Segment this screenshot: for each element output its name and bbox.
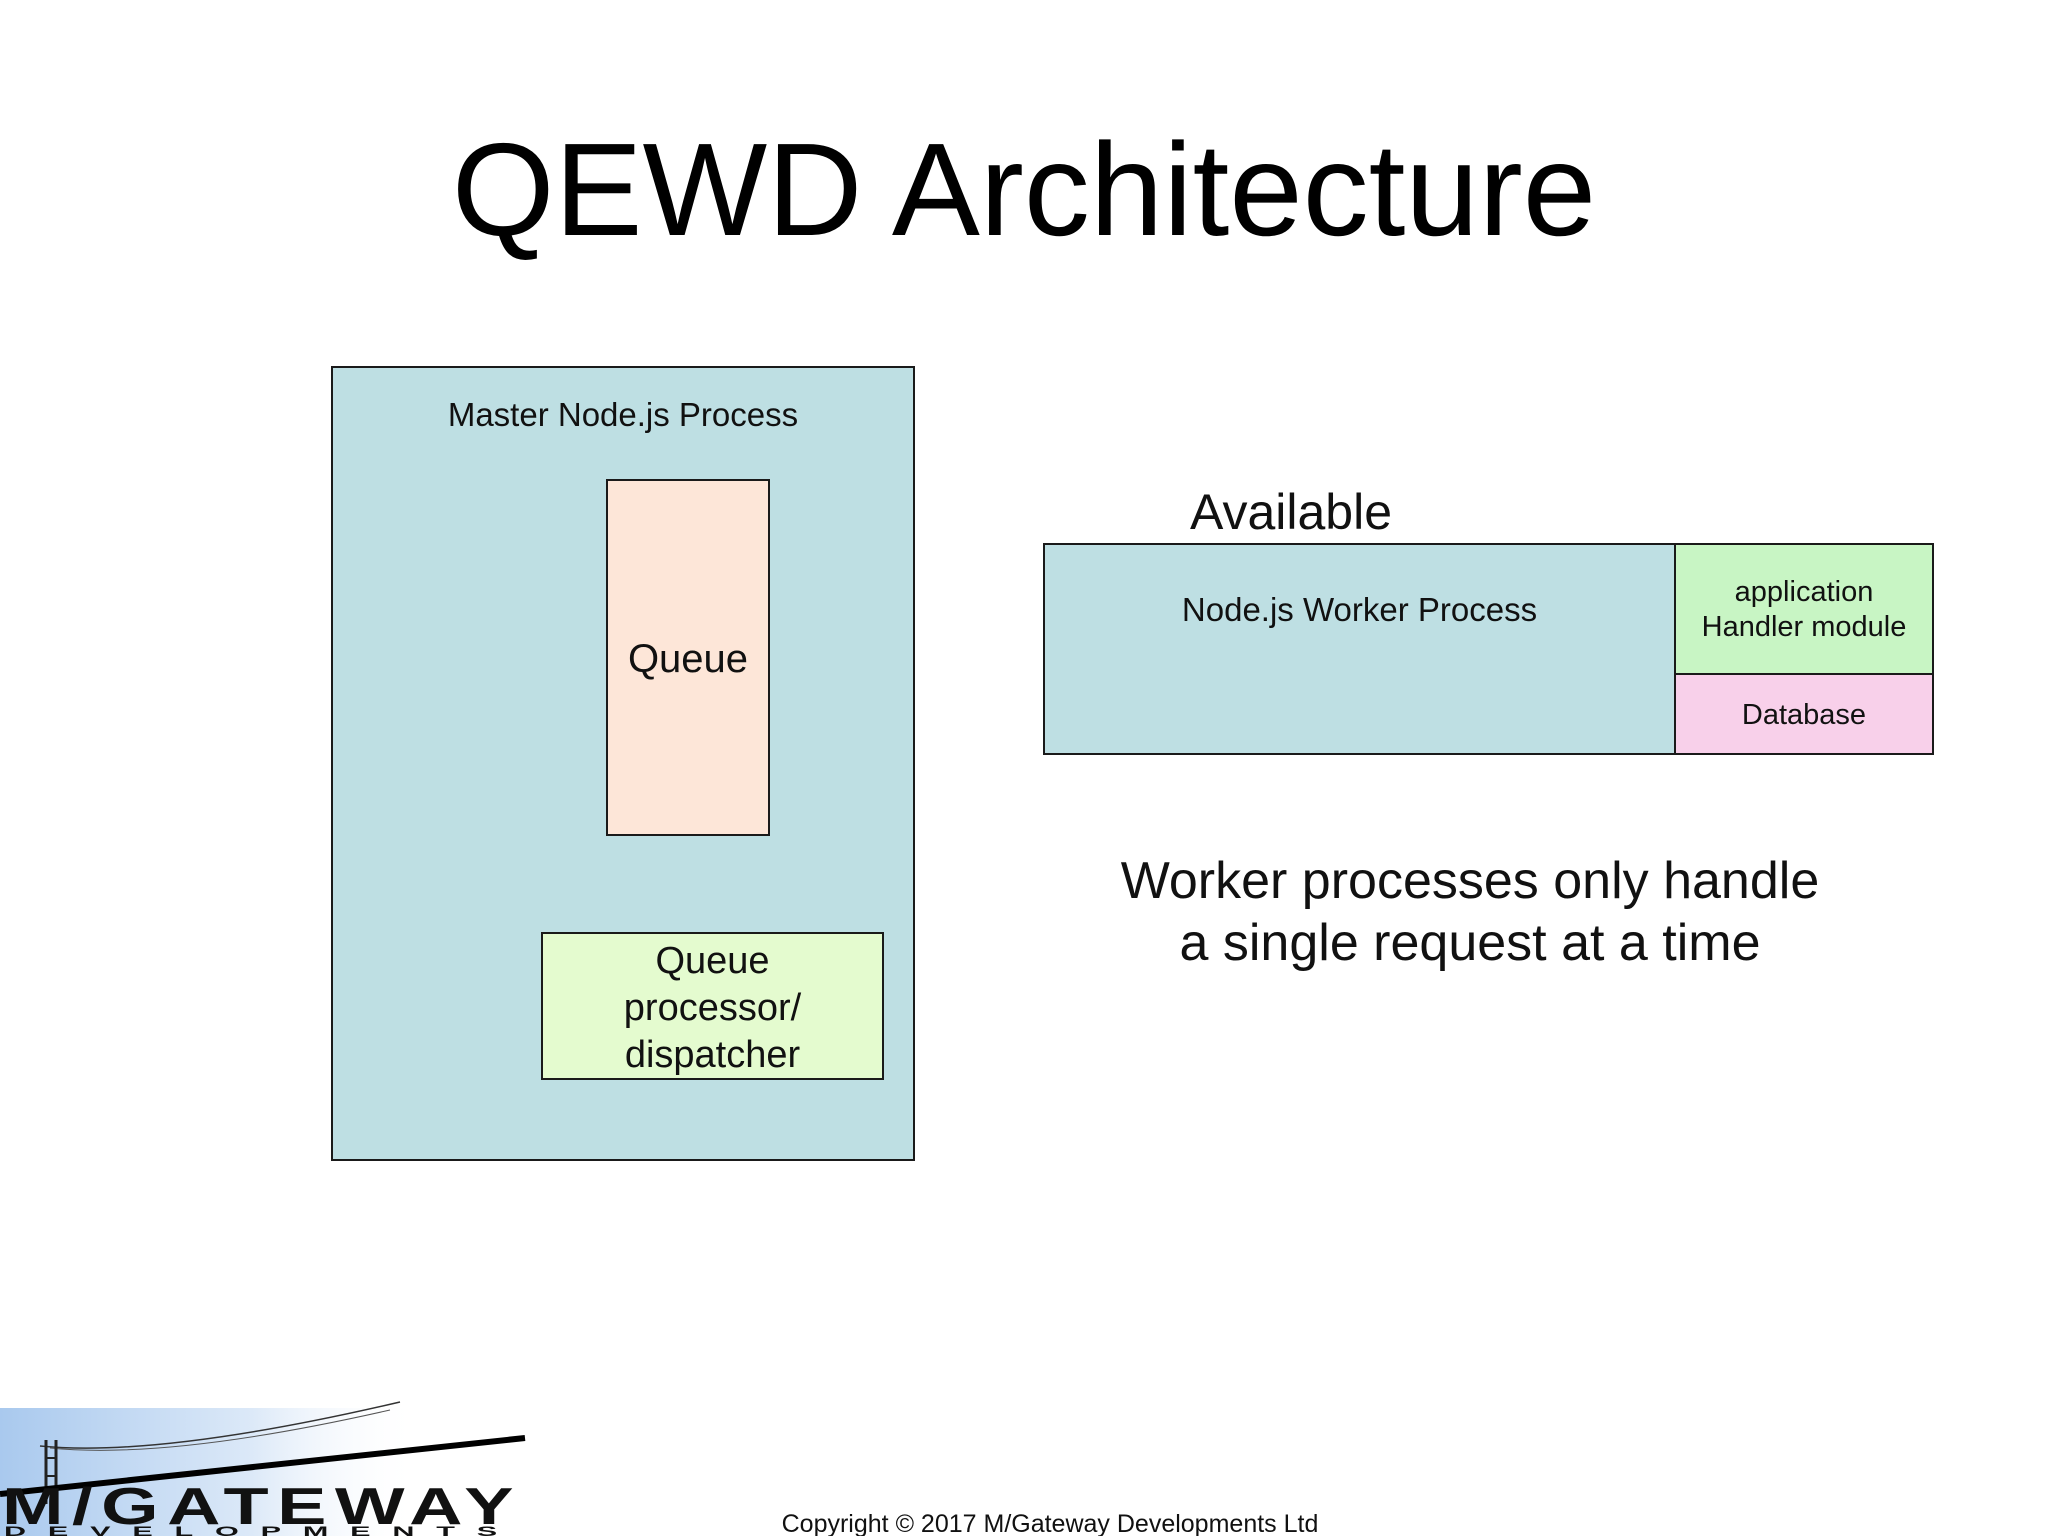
note-line-2: a single request at a time [1179,914,1761,972]
slide-title: QEWD Architecture [451,116,1597,263]
logo-deck [0,1435,526,1497]
handler-line-2: Handler module [1701,611,1907,643]
database-label: Database [1741,699,1867,731]
dispatcher-line-2: processor/ [623,987,802,1029]
worker-process-label: Node.js Worker Process [1181,591,1538,628]
handler-module-box [1674,543,1934,675]
dispatcher-line-1: Queue [655,940,770,982]
handler-module-label: application Handler module [1674,575,1934,645]
logo-cable-1 [39,1401,401,1449]
queue-dispatcher-label: Queue processor/ dispatcher [541,938,884,1079]
queue-label: Queue [627,637,749,681]
queue-dispatcher-box [541,932,884,1080]
worker-process-box [1043,543,1676,755]
mgateway-logo: M/GATEWAY DEVELOPMENTS [0,1401,526,1536]
logo-wordmark: M/GATEWAY [2,1478,522,1536]
worker-status-label: Available [1190,484,1393,540]
dispatcher-line-3: dispatcher [624,1034,801,1076]
worker-note: Worker processes only handle a single re… [1100,850,1840,974]
handler-line-1: application [1734,576,1874,608]
queue-box [606,479,770,836]
note-line-1: Worker processes only handle [1120,852,1820,910]
database-box [1674,673,1934,755]
logo-subtext: DEVELOPMENTS [4,1523,519,1536]
logo-cable-2 [49,1409,391,1451]
master-process-label: Master Node.js Process [447,396,799,433]
copyright-notice: Copyright © 2017 M/Gateway Developments … [781,1510,1319,1536]
